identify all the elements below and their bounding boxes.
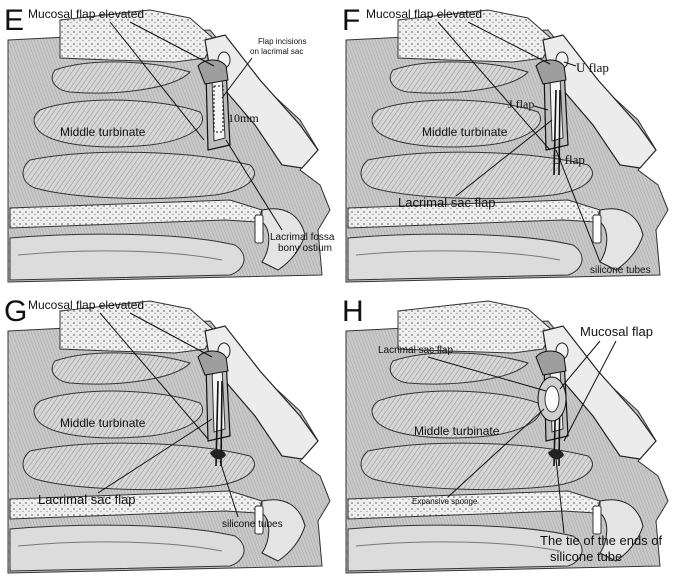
elevated-mucosal-flap	[535, 59, 567, 85]
inferior-turbinate	[22, 151, 255, 200]
label-u-flap: U flap	[576, 60, 609, 75]
incisor	[254, 214, 264, 244]
leader-j-flap	[533, 105, 549, 111]
inferior-turbinate	[360, 442, 593, 491]
silicone-tube-b	[558, 89, 561, 176]
label-middle-turbinate: Middle turbinate	[422, 125, 508, 139]
label-mucosal-flap: Mucosal flap	[580, 324, 653, 339]
leader-sponge	[447, 408, 545, 498]
tongue-contour	[17, 541, 223, 552]
leader-mucosal-1	[559, 340, 601, 390]
label-lacrimal-sac-flap: Lacrimal sac flap	[378, 345, 453, 356]
label-middle-turbinate: Middle turbinate	[60, 416, 146, 430]
label-d-flap: D flap	[552, 152, 585, 167]
leader-sac-flap	[97, 418, 213, 494]
upper-lip	[599, 499, 644, 562]
label-lacrimal-fossa: Lacrimal fossa	[270, 232, 335, 243]
panel-letter: G	[4, 295, 27, 328]
label-middle-turbinate: Middle turbinate	[60, 125, 146, 139]
elevated-mucosal-flap	[197, 59, 229, 85]
frontal-bone	[59, 300, 216, 354]
leader-u-flap	[563, 61, 577, 67]
tongue-contour	[17, 250, 223, 261]
superior-turbinate	[51, 352, 191, 385]
leader-incisions	[221, 57, 253, 99]
leader-mucosal-1	[129, 21, 215, 67]
tongue-contour	[355, 541, 561, 552]
panel-f: F Mucosal flap elevated U flap J flapMiddle…	[342, 4, 669, 283]
upper-lip	[599, 208, 644, 271]
incision-outline	[213, 85, 224, 133]
panel-letter: H	[342, 295, 364, 328]
label-flap-incisions-2: on lacrimal sac	[250, 47, 303, 56]
tube-knot	[210, 449, 226, 460]
leader-sac-flap	[427, 356, 547, 392]
leader-mucosal-2	[563, 340, 617, 442]
leader-mucosal-2	[99, 312, 209, 440]
leader-tie	[555, 458, 565, 534]
leader-mucosal-2	[109, 21, 205, 141]
silicone-tube-a	[553, 89, 557, 176]
frontal-bone	[397, 300, 554, 354]
label-10mm: 10mm	[228, 111, 259, 125]
label-expansive-sponge: Expansive sponge	[412, 497, 478, 506]
sponge-core	[544, 385, 560, 413]
middle-turbinate	[33, 390, 203, 439]
tongue	[347, 233, 583, 281]
tongue	[347, 524, 583, 572]
upper-lip	[261, 208, 306, 271]
label-silicone-tubes: silicone tubes	[222, 519, 283, 530]
superior-turbinate	[51, 61, 191, 94]
incisor	[254, 505, 264, 535]
leader-mucosal-1	[467, 21, 551, 65]
frontal-bone	[59, 9, 216, 63]
label-j-flap: J flap	[508, 97, 534, 111]
panel-letter: F	[342, 4, 360, 37]
label-mucosal-flap: Mucosal flap elevated	[28, 298, 144, 312]
tongue-contour	[355, 250, 561, 261]
frontal-bone	[397, 9, 554, 63]
label-flap-incisions: Flap incisions	[258, 37, 306, 46]
inferior-turbinate	[360, 151, 593, 200]
tongue	[9, 524, 245, 572]
label-mucosal-flap: Mucosal flap elevated	[366, 7, 482, 21]
tube-knot	[548, 449, 564, 460]
leader-fossa	[225, 139, 283, 231]
label-bony-ostium: bony ostium	[278, 243, 332, 254]
leader-mucosal-1	[129, 312, 213, 358]
panel-letter: E	[4, 4, 24, 37]
elevated-mucosal-flap	[197, 350, 229, 376]
label-mucosal-flap: Mucosal flap elevated	[28, 7, 144, 21]
leader-tubes	[555, 149, 601, 263]
label-middle-turbinate: Middle turbinate	[414, 424, 500, 438]
middle-turbinate	[33, 99, 203, 148]
incisor	[592, 214, 602, 244]
elevated-mucosal-flap	[535, 350, 567, 376]
leader-mucosal-2	[437, 21, 551, 151]
label-lacrimal-sac-flap: Lacrimal sac flap	[398, 195, 496, 210]
upper-lip	[261, 499, 306, 562]
tongue	[9, 233, 245, 281]
label-lacrimal-sac-flap: Lacrimal sac flap	[38, 492, 136, 507]
label-tube-tie: The tie of the ends of	[540, 533, 663, 548]
leader-tubes	[219, 460, 239, 518]
label-tube-tie-2: silicone tube	[550, 549, 622, 564]
middle-turbinate	[371, 390, 541, 439]
label-silicone-tubes: silicone tubes	[590, 265, 651, 276]
incisor	[592, 505, 602, 535]
leader-sac-flap	[455, 119, 553, 197]
middle-turbinate	[371, 99, 541, 148]
